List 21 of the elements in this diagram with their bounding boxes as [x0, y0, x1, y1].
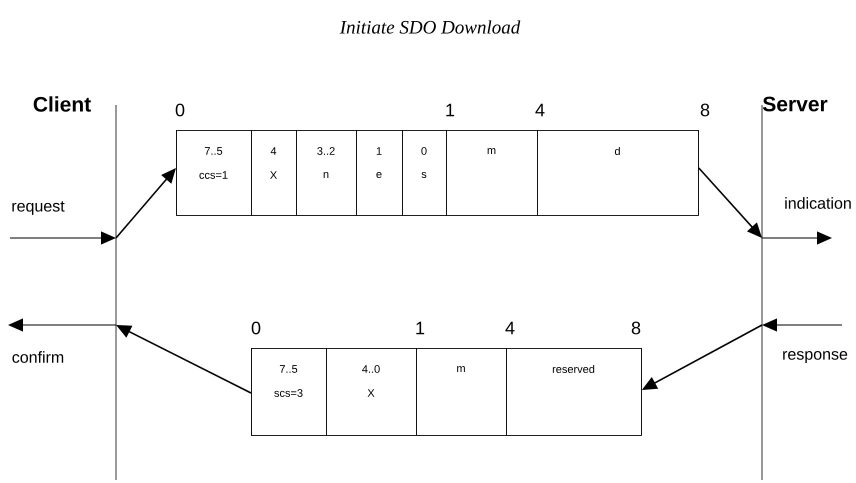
field-cell: 1 e: [356, 130, 403, 216]
field-cell: m: [416, 348, 507, 436]
byte-number: 4: [535, 104, 544, 116]
byte-number: 1: [416, 322, 424, 334]
edge-label: indication: [785, 197, 851, 209]
byte-number: 8: [700, 104, 710, 116]
edge-label: confirm: [12, 351, 64, 363]
title: Initiate SDO Download: [340, 20, 520, 34]
byte-number: 1: [446, 104, 454, 116]
field-cell: 0 s: [402, 130, 447, 216]
field-cell: 3..2 n: [296, 130, 357, 216]
field-cell: 7..5 scs=3: [251, 348, 327, 436]
field-cell: 4 X: [251, 130, 297, 216]
field-cell: m: [446, 130, 538, 216]
field-cell: 7..5 ccs=1: [176, 130, 252, 216]
field-cell: d: [537, 130, 699, 216]
byte-number: 4: [505, 322, 514, 334]
field-cell: 4..0 X: [326, 348, 417, 436]
field-cell: reserved: [506, 348, 642, 436]
edge-label: response: [783, 351, 848, 363]
edge-label: request: [12, 201, 65, 215]
